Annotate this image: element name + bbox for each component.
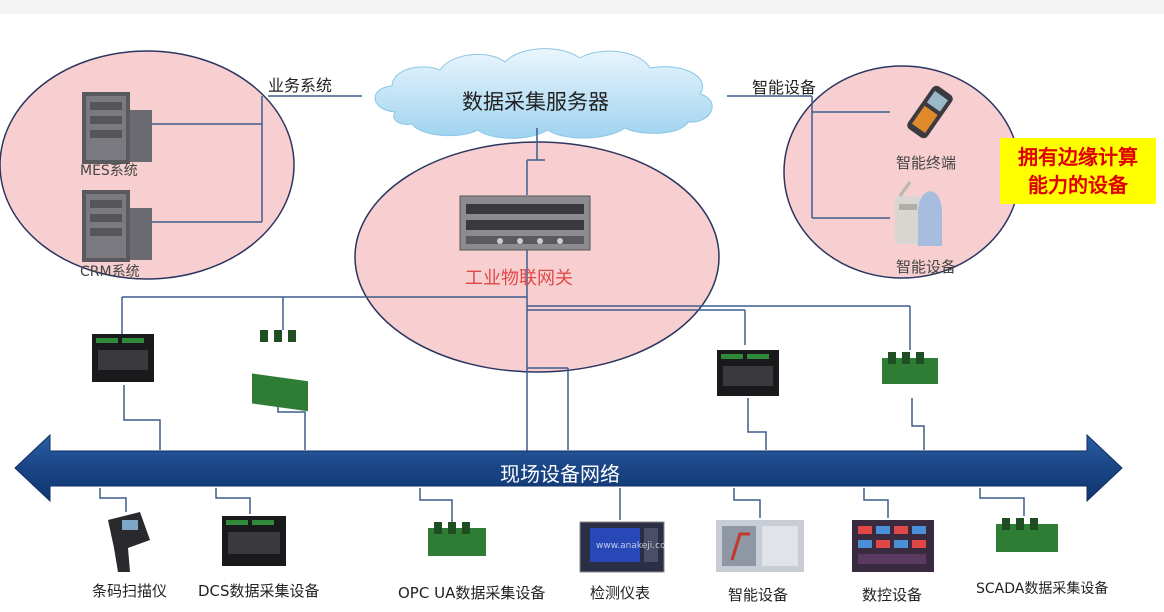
instrument-icon <box>579 521 665 573</box>
top-bar <box>0 0 1164 14</box>
gateway-device-icon <box>459 195 591 251</box>
cloud-icon <box>374 48 713 139</box>
smart-terminal-label: 智能终端 <box>896 154 957 172</box>
green-board-icon <box>996 518 1058 552</box>
smart-device-icon <box>895 181 942 246</box>
crm-label: CRM系统 <box>80 264 140 280</box>
smart-device-top-label: 智能设备 <box>752 78 817 97</box>
mes-server-icon <box>82 92 152 164</box>
smart-terminal-icon <box>907 85 953 139</box>
gateway-ellipse <box>354 141 720 373</box>
barcode-scanner-icon <box>108 512 150 572</box>
business-system-label: 业务系统 <box>268 76 333 95</box>
device-label: OPC UA数据采集设备 <box>398 584 546 602</box>
device-label: 检测仪表 <box>590 584 651 602</box>
green-board-icon <box>428 522 486 556</box>
mes-label: MES系统 <box>80 163 138 179</box>
device-label: 智能设备 <box>728 586 789 604</box>
server-label: 数据采集服务器 <box>462 90 609 114</box>
daq-module-icon <box>92 334 154 382</box>
gateway-label: 工业物联网关 <box>465 268 573 289</box>
daq-module-icon <box>222 516 286 566</box>
network-label: 现场设备网络 <box>500 462 620 486</box>
green-board-icon <box>252 330 308 412</box>
device-label: DCS数据采集设备 <box>198 582 320 600</box>
network-arrow <box>14 433 1123 503</box>
device-label: 条码扫描仪 <box>92 582 168 600</box>
daq-module-icon <box>717 350 779 396</box>
device-label: SCADA数据采集设备 <box>976 581 1109 597</box>
device-label: 数控设备 <box>862 586 923 604</box>
cnc-machine-icon <box>716 520 804 572</box>
watermark: www.anakeji.com <box>596 541 675 551</box>
crm-server-icon <box>82 190 152 262</box>
green-board-icon <box>882 352 938 384</box>
edge-computing-badge: 拥有边缘计算能力的设备 <box>1000 138 1156 204</box>
control-panel-icon <box>852 520 934 572</box>
smart-device-label: 智能设备 <box>896 258 957 276</box>
